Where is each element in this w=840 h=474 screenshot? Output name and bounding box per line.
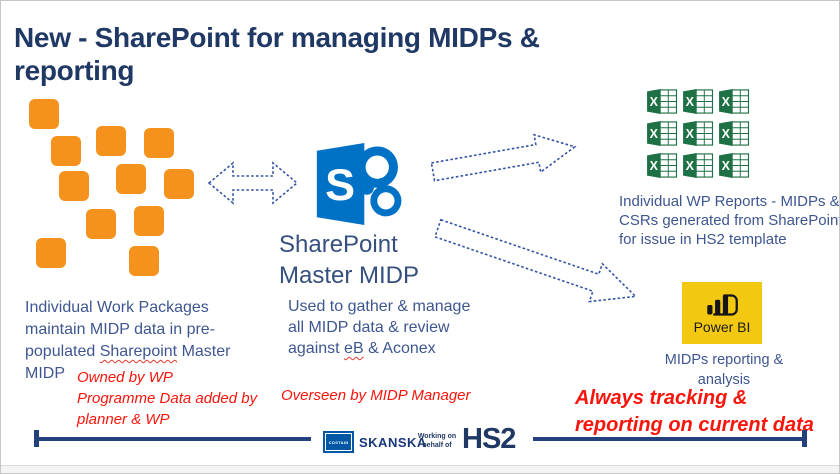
excel-icon: X [683, 152, 714, 179]
excel-icon: X [719, 120, 750, 147]
sync-arrow-icon [207, 159, 299, 207]
powerbi-icon [707, 293, 738, 316]
timeline-tick-right [802, 430, 807, 447]
misspelled-word: eB [344, 340, 364, 357]
svg-text:X: X [650, 127, 659, 141]
work-package-tile [116, 164, 146, 194]
excel-icon: X [683, 88, 714, 115]
powerbi-tile: Power BI [682, 282, 762, 344]
work-packages-annotation: Owned by WP Programme Data added by plan… [77, 369, 258, 428]
timeline-left [37, 437, 311, 441]
hs2-logo: HS2 [462, 423, 516, 455]
slide-edge [1, 465, 839, 473]
work-package-tile [144, 128, 174, 158]
svg-text:X: X [722, 95, 731, 109]
svg-text:X: X [686, 159, 695, 173]
arrow-to-excel-icon [428, 125, 580, 194]
work-package-tile [164, 169, 194, 199]
sharepoint-logo-letter: S [325, 159, 355, 210]
timeline-right [533, 437, 805, 441]
work-package-tile [129, 246, 159, 276]
work-package-tile [59, 171, 89, 201]
excel-icon: X [647, 152, 678, 179]
work-package-tile [36, 238, 66, 268]
sharepoint-title: SharePoint [279, 231, 398, 258]
work-package-tile [96, 126, 126, 156]
excel-icon: X [719, 152, 750, 179]
work-package-tile [86, 209, 116, 239]
sharepoint-title-block: SharePoint Master MIDP [279, 229, 499, 291]
powerbi-caption: MIDPs reporting & analysis [664, 352, 784, 388]
sharepoint-subtitle: Master MIDP [279, 262, 420, 289]
powerbi-annotation: Always tracking & reporting on current d… [575, 387, 814, 436]
powerbi-label: Power BI [693, 318, 751, 335]
excel-reports-caption: Individual WP Reports - MIDPs & CSRs gen… [619, 193, 840, 248]
working-on-behalf-label: Working on behalf of [417, 433, 457, 449]
work-packages-caption-text: Master MIDP [25, 343, 231, 382]
svg-text:X: X [686, 95, 695, 109]
arrow-to-powerbi-icon [430, 206, 645, 319]
work-packages-caption-text: Individual Work Packages maintain MIDP d… [25, 299, 216, 360]
svg-text:X: X [722, 127, 731, 141]
sharepoint-caption-text: Used to gather & manage all MIDP data & … [288, 298, 471, 357]
sharepoint-caption: Used to gather & manage all MIDP data & … [288, 296, 474, 359]
svg-text:X: X [686, 127, 695, 141]
excel-icon: X [647, 88, 678, 115]
misspelled-word: Sharepoint [99, 343, 178, 360]
sharepoint-annotation: Overseen by MIDP Manager [281, 387, 471, 404]
page-title: New - SharePoint for managing MIDPs & re… [14, 22, 540, 86]
costain-logo: COSTAIN [323, 431, 354, 453]
work-package-tile [29, 99, 59, 129]
work-package-tile [134, 206, 164, 236]
work-package-tile [51, 136, 81, 166]
excel-icon: X [647, 120, 678, 147]
excel-icon: X [683, 120, 714, 147]
timeline-tick-left [34, 430, 39, 447]
excel-reports-grid: X X X X X X X X X [647, 88, 751, 179]
excel-icon: X [719, 88, 750, 115]
svg-text:X: X [722, 159, 731, 173]
skanska-logo: SKANSKA [359, 435, 427, 450]
svg-text:X: X [650, 159, 659, 173]
work-packages-caption: Individual Work Packages maintain MIDP d… [25, 297, 255, 385]
svg-text:X: X [650, 95, 659, 109]
sharepoint-logo-icon: S [316, 143, 404, 225]
sharepoint-caption-text: & Aconex [363, 340, 436, 357]
